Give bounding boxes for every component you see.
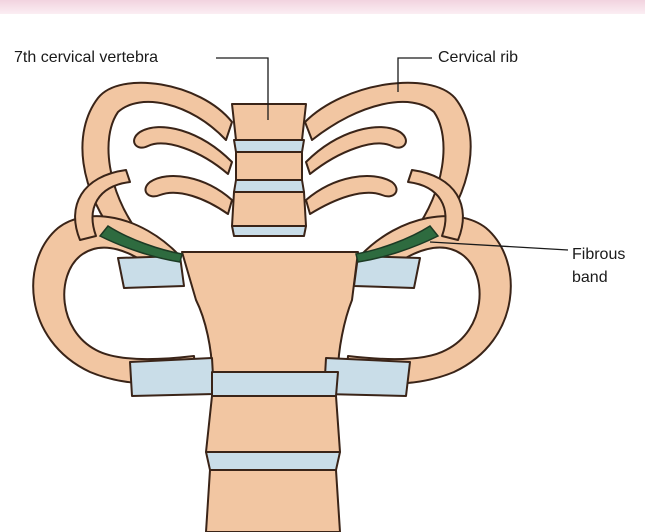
vertebra-label: 7th cervical vertebra <box>14 48 158 68</box>
vertebra-disc-bottom <box>232 226 306 236</box>
sternal-angle-cartilage <box>212 372 338 396</box>
vertebra-disc-upper <box>234 140 304 152</box>
vertebra-body-middle <box>236 152 302 180</box>
fibrous-band-label-line2: band <box>572 268 608 288</box>
left-lower-inner-arc <box>145 176 232 214</box>
sternum-body <box>206 396 340 452</box>
manubrium <box>182 252 358 372</box>
vertebra-body-lower <box>232 192 306 226</box>
left-costal-cartilage-lower <box>130 358 214 396</box>
vertebra-disc-lower <box>234 180 304 192</box>
sternum-lower <box>206 470 340 532</box>
cervical-rib-label: Cervical rib <box>438 48 518 68</box>
sternum-lower-cartilage <box>206 452 340 470</box>
left-upper-inner-arc <box>134 127 232 174</box>
vertebra-body-upper <box>232 104 306 140</box>
fibrous-band-label-line1: Fibrous <box>572 245 625 265</box>
right-lower-inner-arc <box>306 176 397 214</box>
